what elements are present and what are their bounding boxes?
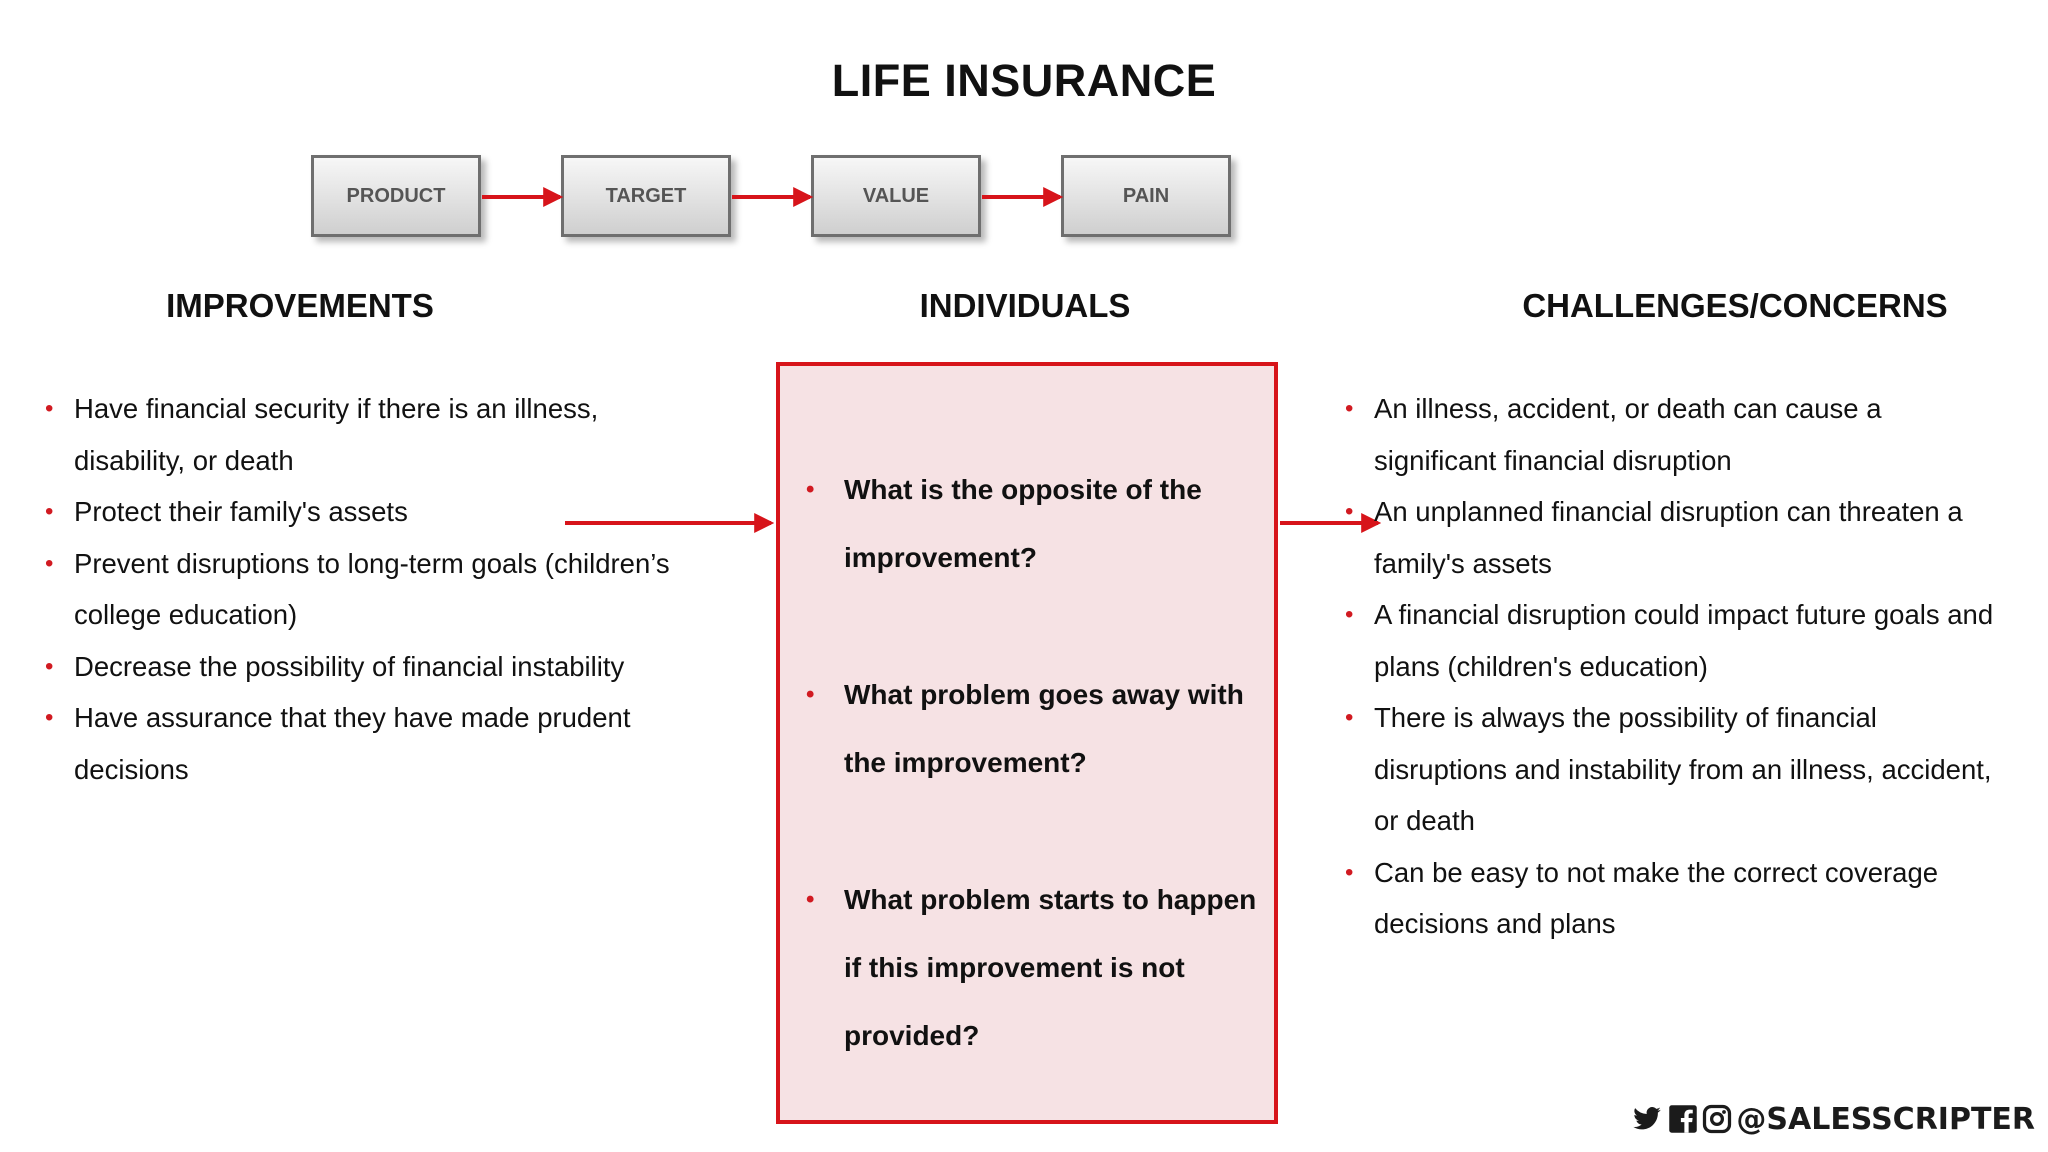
list-item: Protect their family's assets [45, 486, 675, 538]
list-item: An illness, accident, or death can cause… [1345, 383, 1995, 486]
step-product: PRODUCT [311, 155, 481, 237]
step-pain: PAIN [1061, 155, 1231, 237]
list-item: Can be easy to not make the correct cove… [1345, 847, 1995, 950]
heading-challenges: CHALLENGES/CONCERNS [1522, 287, 1948, 324]
instagram-icon [1703, 1104, 1732, 1134]
question-item: What is the opposite of the improvement? [806, 456, 1258, 592]
step-label: TARGET [605, 184, 687, 207]
social-footer: @SALESSCRIPTER [1630, 1100, 2035, 1138]
twitter-icon [1633, 1107, 1662, 1130]
list-item: Decrease the possibility of financial in… [45, 641, 675, 693]
heading-improvements: IMPROVEMENTS [166, 287, 434, 324]
list-item: A financial disruption could impact futu… [1345, 589, 1995, 692]
list-item: Have assurance that they have made prude… [45, 692, 675, 795]
social-handle: @SALESSCRIPTER [1736, 1101, 2035, 1137]
question-item: What problem starts to happen if this im… [806, 866, 1258, 1070]
step-label: VALUE [862, 184, 930, 207]
step-target: TARGET [561, 155, 731, 237]
list-item: Have financial security if there is an i… [45, 383, 675, 486]
list-item: Prevent disruptions to long-term goals (… [45, 538, 675, 641]
list-item: An unplanned financial disruption can th… [1345, 486, 1995, 589]
question-item: What problem goes away with the improvem… [806, 661, 1258, 797]
questions-list: What is the opposite of the improvement?… [806, 456, 1258, 1070]
page-title: LIFE INSURANCE [831, 55, 1217, 106]
step-label: PRODUCT [346, 184, 446, 207]
facebook-icon [1669, 1105, 1698, 1133]
individuals-box: What is the opposite of the improvement?… [776, 362, 1278, 1124]
improvements-list: Have financial security if there is an i… [45, 383, 675, 795]
step-label: PAIN [1122, 184, 1170, 207]
challenges-list: An illness, accident, or death can cause… [1345, 383, 1995, 950]
list-item: There is always the possibility of finan… [1345, 692, 1995, 847]
heading-individuals: INDIVIDUALS [919, 287, 1131, 324]
step-value: VALUE [811, 155, 981, 237]
